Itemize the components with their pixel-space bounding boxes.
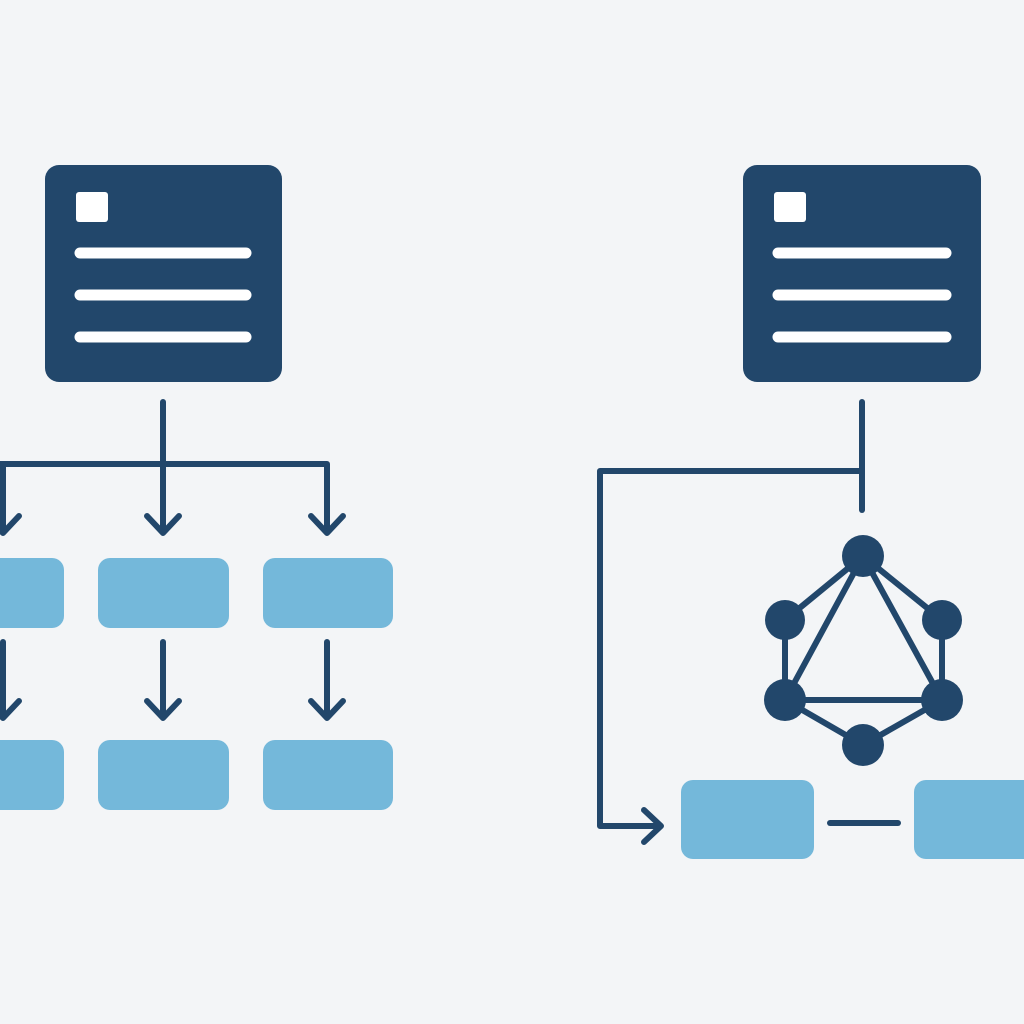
arrowhead-icon bbox=[0, 513, 22, 536]
left-row-arrows bbox=[0, 639, 346, 721]
arrowhead-icon bbox=[308, 698, 346, 721]
flow-box bbox=[0, 740, 64, 810]
left-diagram bbox=[0, 165, 393, 810]
flow-box bbox=[98, 558, 229, 628]
left-row-1-boxes bbox=[0, 558, 393, 628]
right-connector bbox=[597, 399, 865, 845]
flow-box bbox=[914, 780, 1024, 859]
right-diagram bbox=[597, 165, 1024, 859]
flow-box bbox=[681, 780, 814, 859]
right-bottom-boxes bbox=[681, 780, 1024, 859]
flow-box bbox=[263, 558, 393, 628]
arrowhead-icon bbox=[144, 698, 182, 721]
left-document-icon bbox=[45, 165, 282, 382]
left-row-2-boxes bbox=[0, 740, 393, 810]
right-document-icon bbox=[743, 165, 981, 382]
flow-box bbox=[98, 740, 229, 810]
arrowhead-icon bbox=[308, 513, 346, 536]
flow-box bbox=[263, 740, 393, 810]
left-fanout-connector bbox=[0, 399, 346, 536]
arrowhead-icon bbox=[641, 807, 664, 845]
arrowhead-icon bbox=[0, 698, 22, 721]
arrowhead-icon bbox=[144, 513, 182, 536]
flow-box bbox=[0, 558, 64, 628]
graphql-icon bbox=[764, 535, 963, 766]
